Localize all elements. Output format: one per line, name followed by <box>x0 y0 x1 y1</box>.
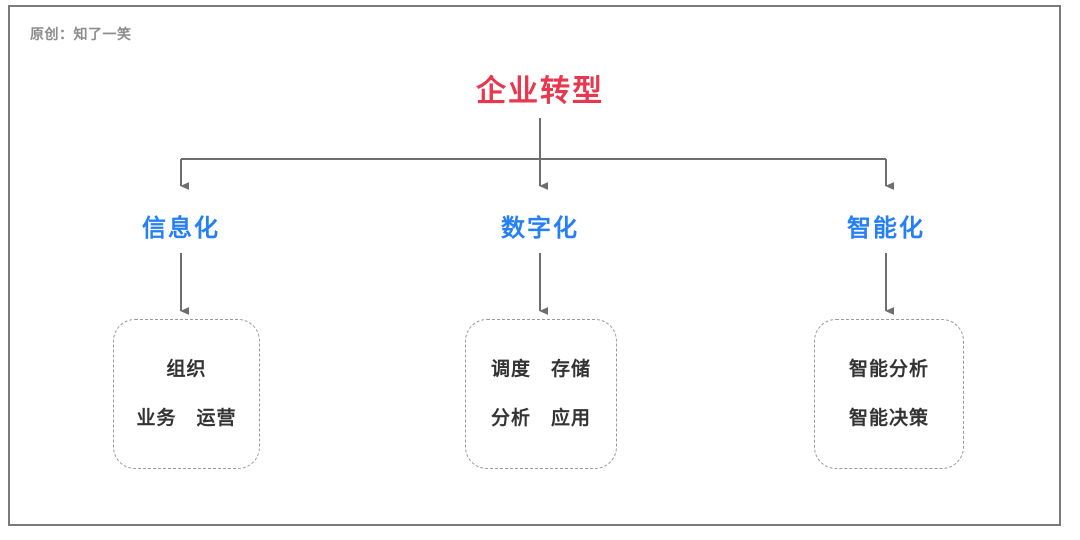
leaf-line: 智能分析 <box>848 359 929 380</box>
leaf-box-digitalization: 调度 存储 分析 应用 <box>465 319 617 469</box>
leaf-line: 组织 <box>166 359 207 380</box>
leaf-line: 分析 应用 <box>490 408 591 429</box>
leaf-box-intelligentization: 智能分析 智能决策 <box>814 319 964 469</box>
leaf-line: 智能决策 <box>848 408 929 429</box>
leaf-line: 调度 存储 <box>490 359 591 380</box>
branch-label-informatization: 信息化 <box>142 215 220 242</box>
root-node-title: 企业转型 <box>476 75 604 108</box>
branch-label-intelligentization: 智能化 <box>847 215 925 242</box>
branch-label-digitalization: 数字化 <box>501 215 579 242</box>
leaf-box-informatization: 组织 业务 运营 <box>113 319 260 469</box>
leaf-line: 业务 运营 <box>136 408 237 429</box>
credit-watermark: 原创：知了一笑 <box>30 26 132 42</box>
